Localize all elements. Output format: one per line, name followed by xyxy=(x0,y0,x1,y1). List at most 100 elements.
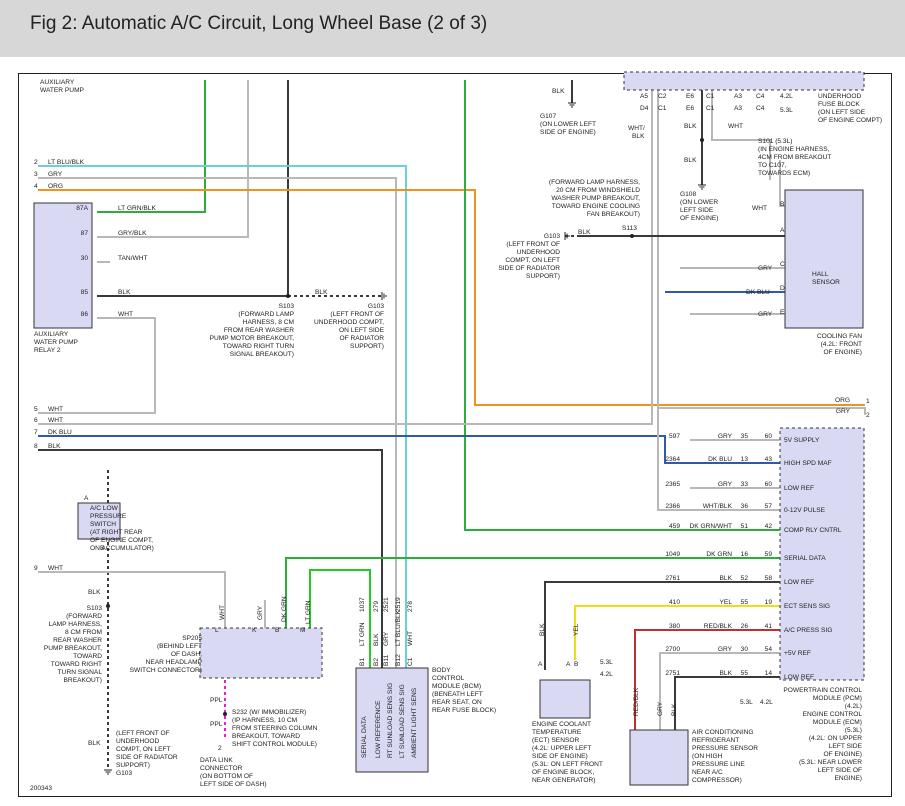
g103-top-label: (LEFT FRONT OF xyxy=(330,311,384,318)
s103-left-label: S103 xyxy=(87,605,103,612)
wire-wht-s101 xyxy=(711,90,771,180)
sp205-pin: M xyxy=(300,627,306,634)
sp205-gry: GRY xyxy=(257,605,264,620)
g103-top-label: ON LEFT SIDE xyxy=(339,327,385,334)
g103-mid-label: COMPT, ON LEFT xyxy=(505,257,560,264)
pcm-c1-pin: 14 xyxy=(765,670,773,677)
pcm-c2-pin: 51 xyxy=(741,523,749,530)
dlc-label: (ON BOTTOM OF xyxy=(200,773,253,780)
s103-left-label: LAMP HARNESS, xyxy=(49,621,103,628)
sp205-pin: B xyxy=(275,627,280,634)
relay-wire-label: WHT xyxy=(118,311,133,318)
left-wire-color: WHT xyxy=(48,417,63,424)
ect-yel: YEL xyxy=(573,623,580,636)
blk-label: BLK xyxy=(315,289,328,296)
s101-label: (IN ENGINE HARNESS, xyxy=(758,146,830,153)
dlc-label: DATA LINK xyxy=(200,757,233,764)
acp-label: (ON HIGH xyxy=(692,753,723,760)
ac-switch-label: (AT RIGHT REAR xyxy=(90,529,143,536)
sp205-pin: K xyxy=(252,627,257,634)
ac-switch-pin-a: A xyxy=(84,495,89,502)
fuse-pin: C4 xyxy=(756,93,765,100)
ac-switch-pin-b: B xyxy=(100,545,105,552)
pcm-c2-pin: 13 xyxy=(741,456,749,463)
relay-wire-label: TAN/WHT xyxy=(118,255,148,262)
wire-wht-9 xyxy=(38,571,226,630)
acp-gry: GRY xyxy=(657,701,664,716)
pcm-wire-color: WHT/BLK xyxy=(703,503,733,510)
ect-label: SIDE OF ENGINE) xyxy=(532,753,588,760)
left-wire-number: 2 xyxy=(34,159,38,166)
pcm-c1-pin: 59 xyxy=(765,551,773,558)
underhood-label: OF ENGINE COMPT) xyxy=(818,117,882,124)
g103-bottom-label: COMPT, ON LEFT xyxy=(116,746,171,753)
ect-label: (4.2L: UPPER LEFT xyxy=(532,745,591,752)
s103-left-label: TOWARD RIGHT xyxy=(51,661,102,668)
wire-lt-grn-blk xyxy=(97,80,206,213)
pcm-circuit-number: 2751 xyxy=(665,670,680,677)
fwd-lamp-label: WASHER PUMP BREAKOUT, xyxy=(551,195,640,202)
pcm-circuit-number: 380 xyxy=(669,623,680,630)
pcm-circuit-number: 2365 xyxy=(665,481,680,488)
pcm-c2-pin: 30 xyxy=(741,646,749,653)
pcm-label: (4.2L) xyxy=(845,703,862,710)
fan-pin: B xyxy=(780,201,785,208)
relay-pin-label: 87A xyxy=(76,205,88,212)
acp-label: PRESSURE LINE xyxy=(692,761,745,768)
ect-label: NEAR GENERATOR) xyxy=(532,777,596,784)
figure-number: 200343 xyxy=(30,785,52,792)
s103-top-label: PUMP MOTOR BREAKOUT, xyxy=(210,335,295,342)
cooling-fan-label: OF ENGINE) xyxy=(824,349,862,356)
s101-label: S101 (5.3L) xyxy=(758,138,792,145)
pcm-signal: LOW REF xyxy=(784,485,814,492)
bcm-label: REAR FUSE BLOCK) xyxy=(432,707,496,714)
title-bar: Fig 2: Automatic A/C Circuit, Long Wheel… xyxy=(0,0,905,57)
s103-top-label: HARNESS, 8 CM xyxy=(243,319,294,326)
s103-top-label: SIGNAL BREAKOUT) xyxy=(230,351,294,358)
s103-top-label: FROM REAR WASHER xyxy=(224,327,294,334)
pcm-label: ENGINE) xyxy=(835,775,862,782)
bcm-signal: LT SUNLOAD SENS SIG xyxy=(399,684,406,758)
left-wire-number: 8 xyxy=(34,443,38,450)
pcm-signal: 0-12V PULSE xyxy=(784,507,826,514)
bcm-wire-color: BLK xyxy=(373,633,380,646)
left-wire-color: WHT xyxy=(48,565,63,572)
fuse-pin: C1 xyxy=(658,105,667,112)
s103-left-label: TOWARD xyxy=(73,653,102,660)
acp-label: AIR CONDITIONING xyxy=(692,729,754,736)
s113-label: S113 xyxy=(622,225,637,232)
wire-dk-blu xyxy=(38,435,780,464)
bcm-wire-color: LT GRN xyxy=(359,622,366,646)
bcm-circuit: 1037 xyxy=(359,597,366,612)
right-wire-number: 1 xyxy=(866,398,870,405)
left-wire-number: 7 xyxy=(34,429,38,436)
blk-g108-1: BLK xyxy=(684,123,697,130)
ect-label: ENGINE COOLANT xyxy=(532,721,591,728)
pcm-c2-pin: 26 xyxy=(741,623,749,630)
ect-label: (5.3L: ON LEFT FRONT xyxy=(532,761,603,768)
pcm-signal: A/C PRESS SIG xyxy=(784,627,832,634)
s232-label: BREAKOUT, TOWARD xyxy=(232,733,300,740)
g103-bottom-label: UNDERHOOD xyxy=(116,738,159,745)
ect-pin: A xyxy=(538,661,543,668)
s103-top-label: TOWARD RIGHT TURN xyxy=(223,343,294,350)
right-wire-number: 2 xyxy=(866,412,870,419)
sp205-ltgrn: LT GRN xyxy=(305,600,312,624)
wire-blk-2761 xyxy=(544,581,780,670)
ac-switch-label: PRESSURE xyxy=(90,513,127,520)
cooling-fan-label: (4.2L: FRONT xyxy=(821,341,862,348)
acp-label: COMPRESSOR) xyxy=(692,777,742,784)
wire-blk-2751 xyxy=(674,676,780,730)
pcm-label: (5.3L: NEAR LOWER xyxy=(799,759,862,766)
pcm-c2-pin: 36 xyxy=(741,503,749,510)
pcm-signal: +5V REF xyxy=(784,650,811,657)
s101-label: TO C107, xyxy=(758,162,787,169)
fan-pin: D xyxy=(780,285,785,292)
bcm-signal: RT SUNLOAD SENS SIG xyxy=(387,683,394,758)
left-wire-number: 9 xyxy=(34,565,38,572)
bcm-circuit: 2519 xyxy=(395,597,402,612)
wire-gry-blk xyxy=(97,80,249,238)
g108-label: (ON LOWER xyxy=(680,199,718,206)
ect-sensor-box xyxy=(539,679,591,719)
pcm-circuit-number: 2700 xyxy=(665,646,680,653)
